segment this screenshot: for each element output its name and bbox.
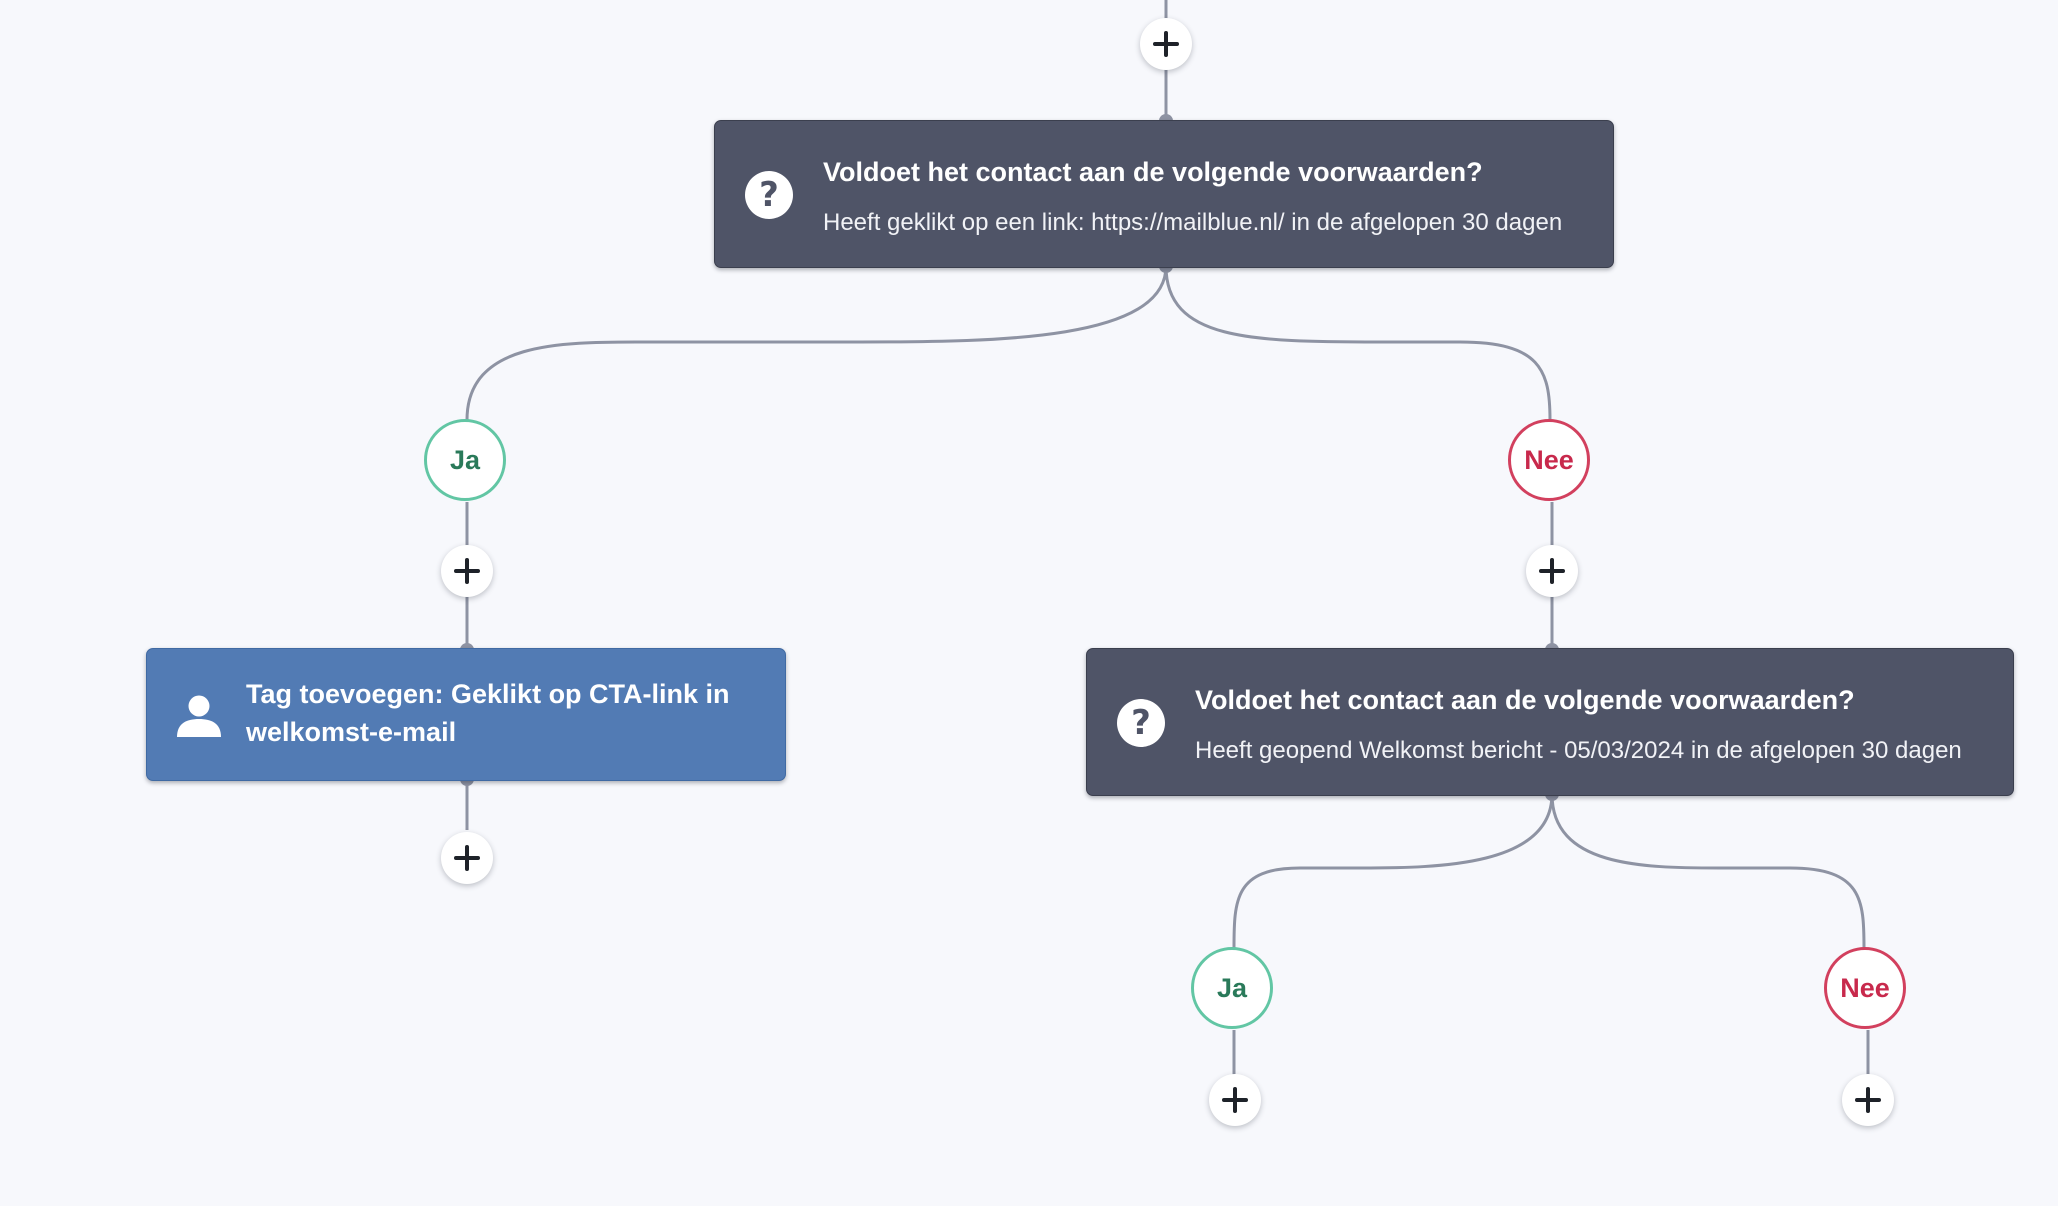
question-icon: ? xyxy=(745,171,793,219)
branch-yes[interactable]: Ja xyxy=(1191,947,1273,1029)
add-step-button-no[interactable] xyxy=(1526,545,1578,597)
add-step-button-after-action[interactable] xyxy=(441,832,493,884)
action-node[interactable]: Tag toevoegen: Geklikt op CTA-link in we… xyxy=(146,648,786,781)
plus-icon xyxy=(1855,1087,1881,1113)
branch-yes[interactable]: Ja xyxy=(424,419,506,501)
add-step-button-yes[interactable] xyxy=(441,545,493,597)
plus-icon xyxy=(1222,1087,1248,1113)
condition-node[interactable]: ? Voldoet het contact aan de volgende vo… xyxy=(714,120,1614,268)
question-icon: ? xyxy=(1117,699,1165,747)
plus-icon xyxy=(454,558,480,584)
branch-no[interactable]: Nee xyxy=(1824,947,1906,1029)
connector-cond2-yes xyxy=(1232,793,1554,949)
condition-detail: Heeft geklikt op een link: https://mailb… xyxy=(823,209,1563,236)
user-icon xyxy=(175,691,223,739)
connector-cond2-no xyxy=(1550,793,1866,949)
branch-no[interactable]: Nee xyxy=(1508,419,1590,501)
connector-cond1-yes xyxy=(465,265,1168,421)
add-step-button-cond2-yes[interactable] xyxy=(1209,1074,1261,1126)
plus-icon xyxy=(1153,31,1179,57)
condition-node[interactable]: ? Voldoet het contact aan de volgende vo… xyxy=(1086,648,2014,796)
condition-title: Voldoet het contact aan de volgende voor… xyxy=(823,157,1483,187)
plus-icon xyxy=(1539,558,1565,584)
action-title: Tag toevoegen: Geklikt op CTA-link in we… xyxy=(246,679,730,747)
connector-cond1-no xyxy=(1164,265,1552,421)
condition-detail: Heeft geopend Welkomst bericht - 05/03/2… xyxy=(1195,737,1962,764)
plus-icon xyxy=(454,845,480,871)
add-step-button-top[interactable] xyxy=(1140,18,1192,70)
add-step-button-cond2-no[interactable] xyxy=(1842,1074,1894,1126)
condition-title: Voldoet het contact aan de volgende voor… xyxy=(1195,685,1855,715)
